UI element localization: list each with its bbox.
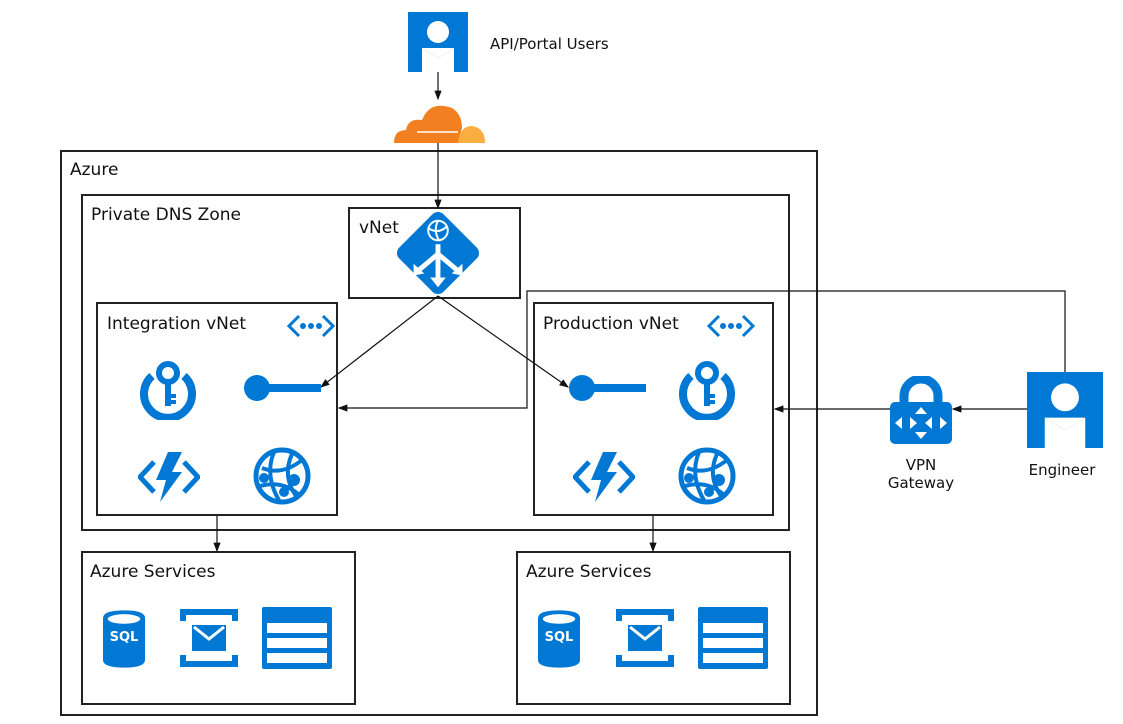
api-users-user-icon: [408, 12, 468, 72]
right-storage-table-icon: [698, 607, 768, 669]
azure-services-left-label: Azure Services: [90, 562, 216, 582]
production-private-endpoint-icon: [568, 374, 646, 402]
left-service-bus-icon: [178, 607, 240, 669]
production-vnet-icon: [707, 314, 755, 338]
integration-vnet: [96, 302, 338, 516]
integration-app-service-icon: [252, 446, 312, 506]
production-app-service-icon: [677, 446, 737, 506]
engineer-user-icon: [1027, 372, 1103, 448]
vpn-gateway-icon: [890, 376, 952, 444]
engineer-label: Engineer: [1028, 461, 1096, 479]
azure-label: Azure: [70, 160, 119, 180]
left-storage-table-icon: [262, 607, 332, 669]
production-vnet-label: Production vNet: [543, 314, 679, 334]
integration-vnet-icon: [287, 314, 335, 338]
production-vnet: [533, 302, 774, 516]
application-gateway-icon: [394, 209, 482, 297]
right-sql-text: SQL: [544, 630, 574, 645]
azure-boundary: [60, 150, 818, 716]
private-dns-zone: [81, 194, 790, 531]
vnet-to-production-endpoint-arrow: [437, 295, 569, 388]
right-service-bus-icon: [614, 607, 676, 669]
integration-function-app-icon: [138, 450, 200, 504]
vnet-to-integration-endpoint-arrow: [320, 295, 439, 388]
azure-services-right-label: Azure Services: [526, 562, 652, 582]
engineer-to-integration-arrow: [337, 290, 1066, 412]
integration-key-vault-icon: [138, 360, 198, 420]
integration-private-endpoint-icon: [243, 374, 321, 402]
vpn-gateway-label-line1: VPN: [905, 456, 937, 474]
integration-vnet-label: Integration vNet: [107, 314, 246, 334]
vpn-gateway-label: VPN Gateway: [871, 456, 971, 492]
left-sql-text: SQL: [109, 630, 139, 645]
hub-vnet-label: vNet: [359, 218, 399, 238]
vpn-gateway-label-line2: Gateway: [887, 474, 955, 492]
api-users-label: API/Portal Users: [490, 35, 609, 53]
private-dns-zone-label: Private DNS Zone: [91, 205, 241, 225]
production-key-vault-icon: [677, 360, 737, 420]
cloudflare-cloud-icon: [394, 105, 485, 143]
production-function-app-icon: [573, 450, 635, 504]
